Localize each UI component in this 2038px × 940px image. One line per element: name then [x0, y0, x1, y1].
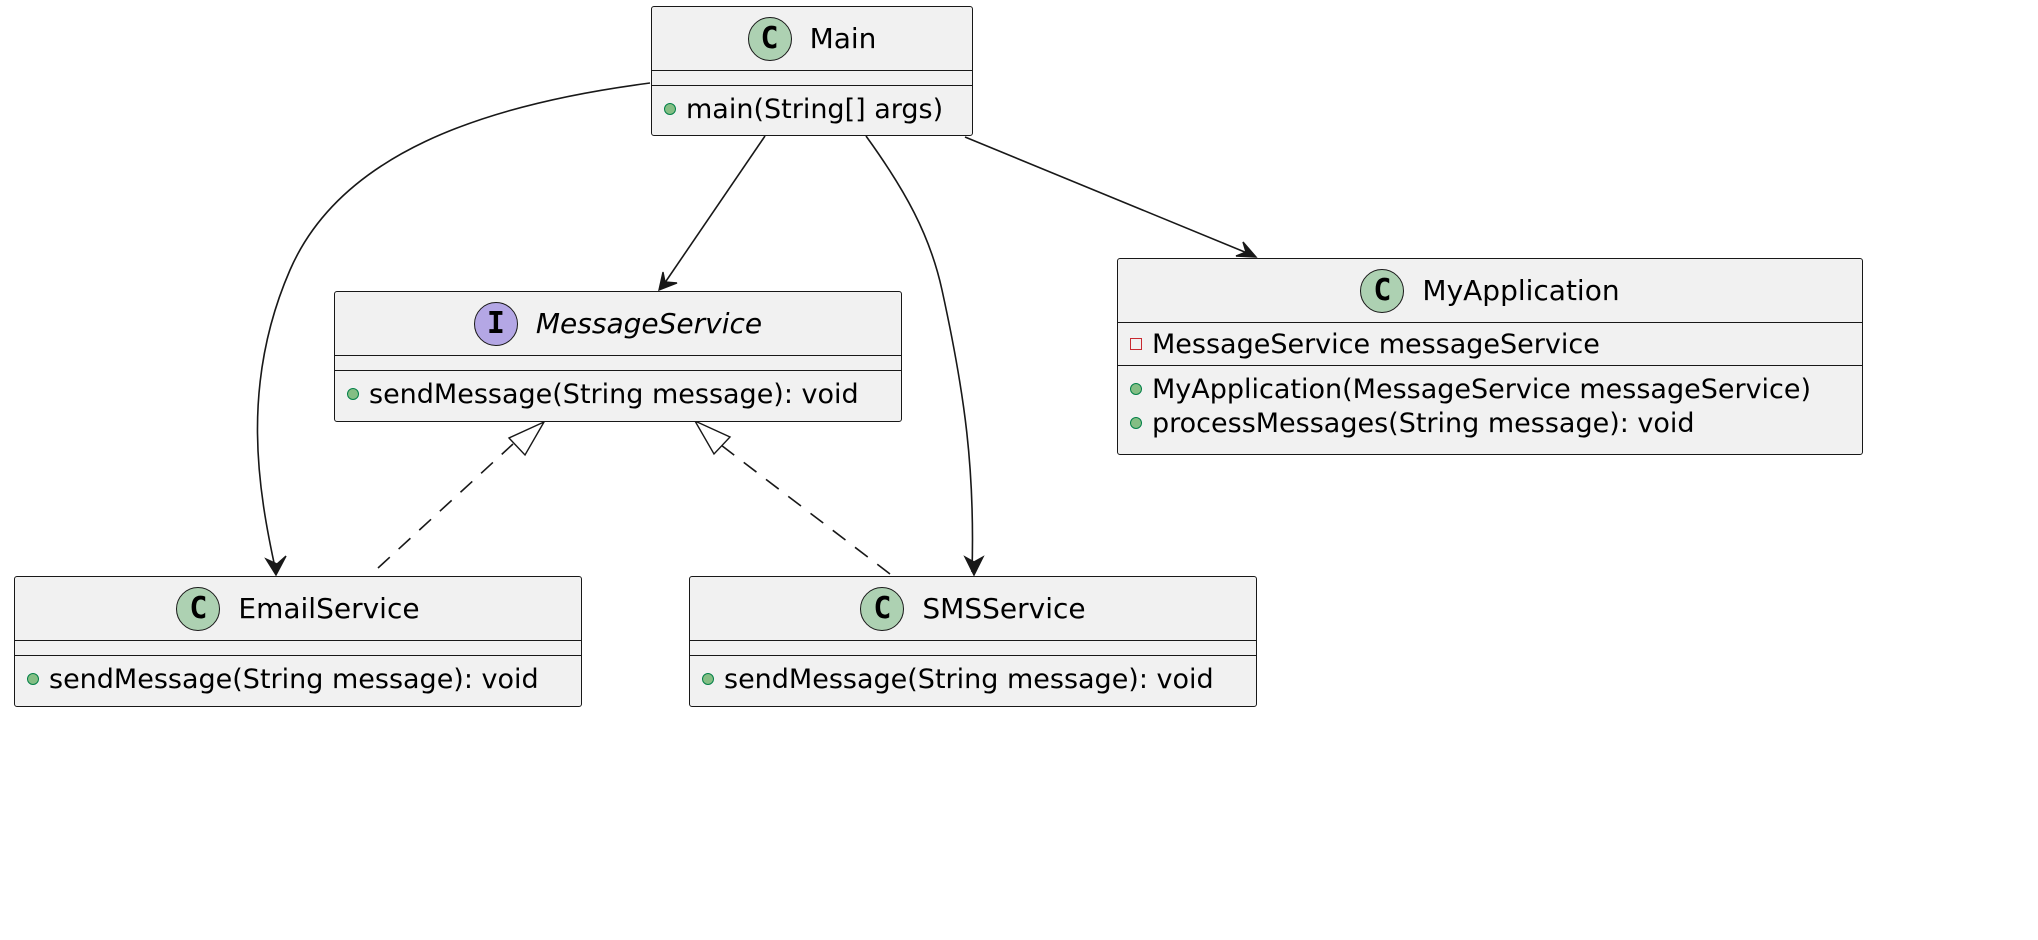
edge-smsservice-messageservice	[720, 444, 891, 575]
class-main[interactable]: C Main main(String[] args)	[651, 6, 973, 136]
attribute-text: MessageService messageService	[1152, 328, 1600, 360]
class-smsservice[interactable]: C SMSService sendMessage(String message)…	[689, 576, 1257, 707]
operation-text: sendMessage(String message): void	[49, 663, 539, 695]
public-visibility-icon	[702, 673, 714, 685]
operations-section: main(String[] args)	[652, 86, 972, 132]
operation-text: MyApplication(MessageService messageServ…	[1152, 373, 1812, 405]
operation: sendMessage(String message): void	[15, 662, 581, 696]
interface-name: MessageService	[535, 307, 763, 340]
operation: MyApplication(MessageService messageServ…	[1118, 372, 1862, 406]
operation-text: processMessages(String message): void	[1152, 407, 1695, 439]
edge-emailservice-messageservice	[377, 443, 514, 569]
public-visibility-icon	[347, 388, 359, 400]
operation: processMessages(String message): void	[1118, 406, 1862, 440]
attributes-section	[652, 71, 972, 86]
edge-main-smsservice	[865, 135, 974, 573]
interface-messageservice[interactable]: I MessageService sendMessage(String mess…	[334, 291, 902, 422]
class-myapplication[interactable]: C MyApplication MessageService messageSe…	[1117, 258, 1863, 455]
attributes-section	[690, 641, 1256, 656]
attribute: MessageService messageService	[1118, 327, 1862, 361]
class-c-icon: C	[747, 16, 792, 61]
public-visibility-icon	[1130, 383, 1142, 395]
attributes-section: MessageService messageService	[1118, 323, 1862, 366]
realization-head-smsservice	[693, 419, 732, 456]
class-c-icon: C	[176, 586, 221, 631]
public-visibility-icon	[664, 103, 676, 115]
operations-section: sendMessage(String message): void	[690, 656, 1256, 702]
class-emailservice[interactable]: C EmailService sendMessage(String messag…	[14, 576, 582, 707]
edge-main-myapplication	[964, 136, 1253, 256]
operations-section: sendMessage(String message): void	[15, 656, 581, 702]
edge-main-messageservice	[661, 135, 766, 288]
arrowhead-myapplication	[1235, 241, 1258, 258]
class-header: C SMSService	[690, 577, 1256, 641]
arrowhead-emailservice	[264, 555, 287, 577]
class-c-icon: C	[860, 586, 905, 631]
operation: main(String[] args)	[652, 92, 972, 126]
public-visibility-icon	[1130, 417, 1142, 429]
class-name: EmailService	[238, 592, 420, 625]
operation-text: sendMessage(String message): void	[369, 378, 859, 410]
operation: sendMessage(String message): void	[690, 662, 1256, 696]
operations-section: sendMessage(String message): void	[335, 371, 901, 417]
operation: sendMessage(String message): void	[335, 377, 901, 411]
operation-text: sendMessage(String message): void	[724, 663, 1214, 695]
edge-main-emailservice	[256, 82, 651, 573]
class-header: I MessageService	[335, 292, 901, 356]
class-header: C EmailService	[15, 577, 581, 641]
private-visibility-icon	[1130, 338, 1142, 350]
arrowhead-messageservice	[658, 271, 678, 292]
class-header: C Main	[652, 7, 972, 71]
attributes-section	[335, 356, 901, 371]
class-name: MyApplication	[1422, 274, 1620, 307]
arrowhead-smsservice	[963, 555, 985, 577]
class-name: SMSService	[922, 592, 1086, 625]
operations-section: MyApplication(MessageService messageServ…	[1118, 366, 1862, 446]
attributes-section	[15, 641, 581, 656]
class-c-icon: C	[1360, 268, 1405, 313]
public-visibility-icon	[27, 673, 39, 685]
class-header: C MyApplication	[1118, 259, 1862, 323]
interface-i-icon: I	[473, 301, 518, 346]
class-name: Main	[809, 22, 877, 55]
realization-head-emailservice	[507, 420, 546, 457]
operation-text: main(String[] args)	[686, 93, 944, 125]
